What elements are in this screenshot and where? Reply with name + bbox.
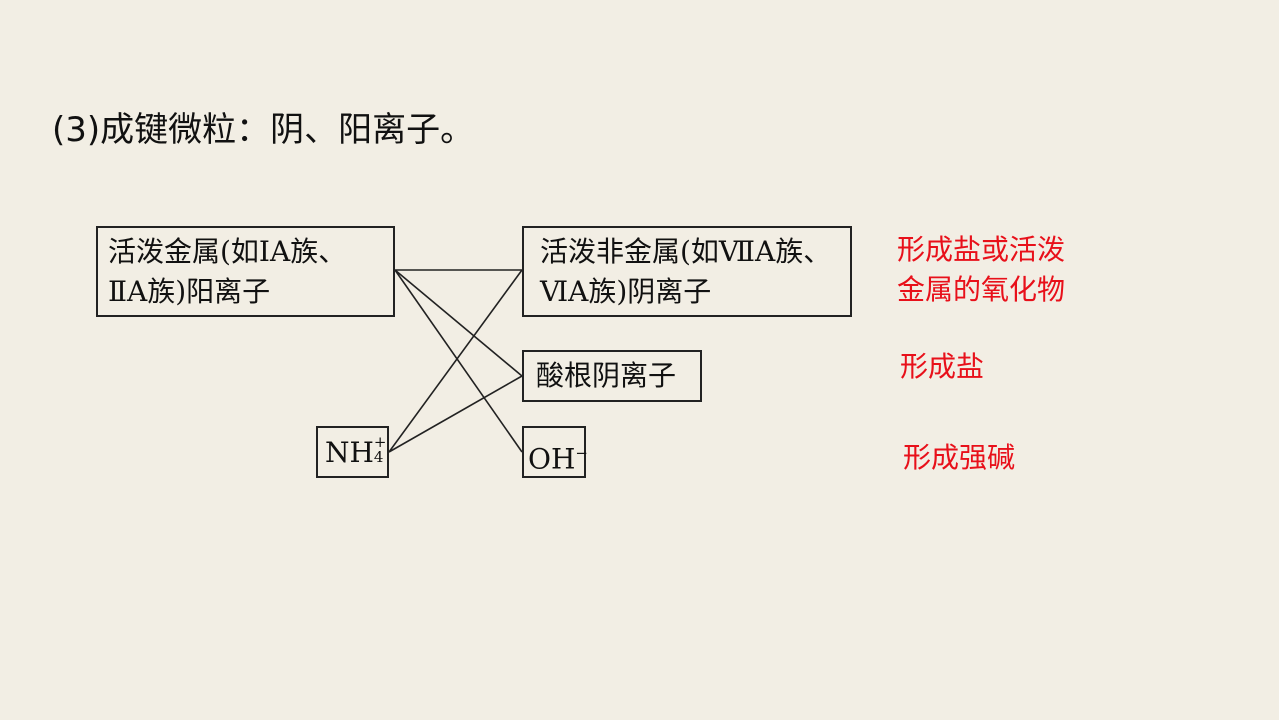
- result-salt-or-oxide: 形成盐或活泼 金属的氧化物: [897, 230, 1065, 310]
- acid-radical-box: 酸根阴离子: [522, 350, 702, 402]
- nonmetal-anion-line2: ⅥA族)阴离子: [540, 275, 712, 308]
- link-ammonium-acid: [388, 375, 523, 453]
- ammonium-subscript: 4: [373, 448, 384, 466]
- nonmetal-anion-line1: 活泼非金属(如ⅦA族、: [540, 235, 832, 268]
- ammonium-charge-stack: +4: [373, 433, 387, 466]
- metal-cation-box: 活泼金属(如ⅠA族、 ⅡA族)阳离子: [96, 226, 395, 317]
- result-salt: 形成盐: [900, 350, 985, 383]
- metal-cation-line1: 活泼金属(如ⅠA族、: [108, 235, 347, 268]
- metal-cation-line2: ⅡA族)阳离子: [108, 275, 271, 308]
- acid-radical-label: 酸根阴离子: [536, 359, 677, 392]
- ammonium-charge: +: [373, 433, 387, 451]
- hydroxide-box: OH−: [522, 426, 588, 478]
- link-metal-acid: [394, 269, 523, 377]
- page-title: (3)成键微粒：阴、阳离子。: [52, 110, 475, 150]
- ammonium-base: NH: [325, 436, 374, 469]
- hydroxide-charge: −: [575, 444, 588, 462]
- result-salt-or-oxide-line1: 形成盐或活泼: [897, 233, 1066, 266]
- link-ammonium-nonmetal: [388, 269, 523, 453]
- result-salt-or-oxide-line2: 金属的氧化物: [897, 273, 1066, 306]
- link-metal-hydroxide: [394, 269, 523, 453]
- hydroxide-base: OH: [528, 442, 576, 476]
- nonmetal-anion-box: 活泼非金属(如ⅦA族、 ⅥA族)阴离子: [522, 226, 852, 317]
- ammonium-box: NH+4: [316, 426, 389, 478]
- result-strong-base: 形成强碱: [903, 441, 1016, 474]
